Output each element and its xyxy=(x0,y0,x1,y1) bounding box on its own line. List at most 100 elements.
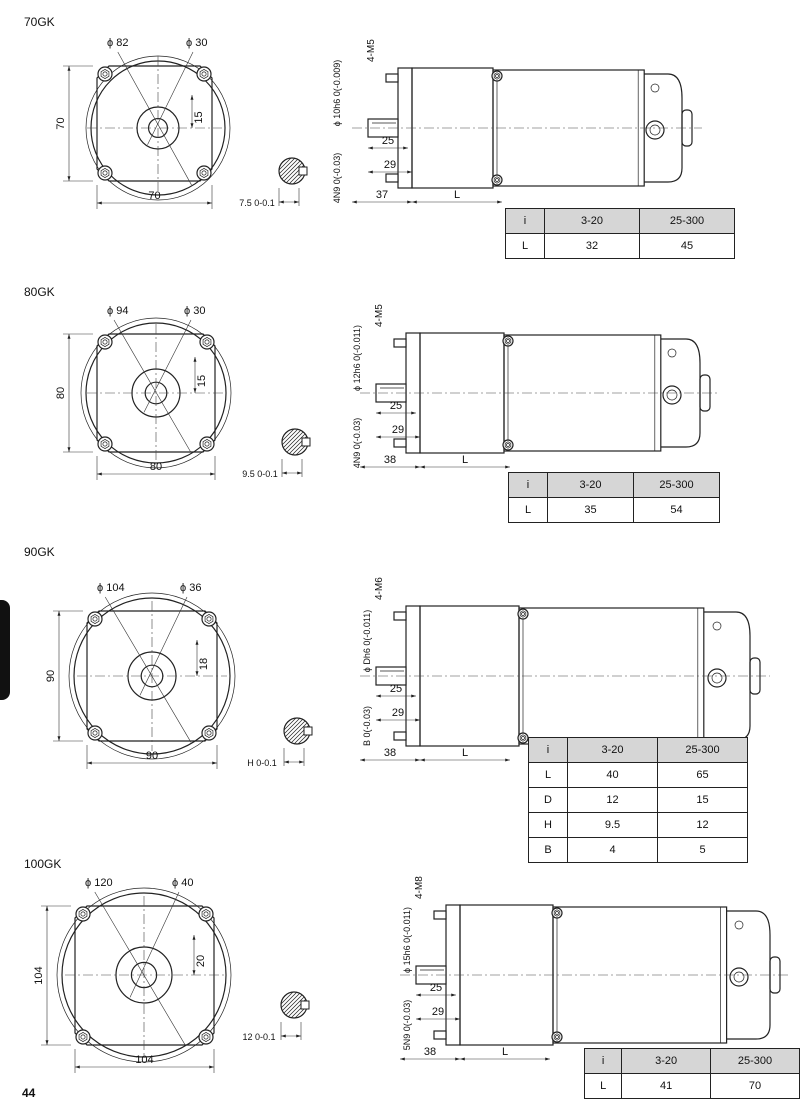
flange-outline xyxy=(74,905,215,1046)
arrowhead xyxy=(97,472,102,476)
mounting-screw xyxy=(385,73,399,83)
flange-width-label: 80 xyxy=(150,461,162,473)
hatch-line xyxy=(284,718,301,744)
arrowhead xyxy=(192,935,196,940)
leader-pilot xyxy=(143,319,192,413)
bolt-circle-label: ϕ 104 xyxy=(97,582,125,594)
table-header-cell: 3-20 xyxy=(567,737,658,763)
mounting-screw xyxy=(393,338,407,348)
bolt-hole xyxy=(75,906,91,922)
bolt-hex xyxy=(100,69,110,79)
hatch-line xyxy=(298,992,307,1018)
arrowhead xyxy=(455,1017,460,1021)
arrowhead xyxy=(416,1017,421,1021)
page-number: 44 xyxy=(22,1086,36,1100)
table-cell: L xyxy=(528,762,568,788)
table-header-cell: i xyxy=(528,737,568,763)
shaft-diameter-label: ϕ 10h6 0(-0.009) xyxy=(332,60,342,127)
hatch-line xyxy=(296,158,305,184)
hatch-line xyxy=(281,992,290,1018)
hatch-line xyxy=(284,718,285,744)
bolt-hex xyxy=(493,72,501,80)
bolt-hex xyxy=(90,728,100,738)
bolt-hex xyxy=(78,909,88,919)
key-slot xyxy=(303,726,313,736)
arrowhead xyxy=(451,993,456,997)
arrowhead xyxy=(376,411,381,415)
arrowhead xyxy=(284,760,289,764)
bolt-center xyxy=(506,339,510,343)
arrowhead xyxy=(420,758,425,762)
leader-pilot xyxy=(147,51,194,145)
table-header-cell: i xyxy=(583,1048,623,1074)
arrowhead xyxy=(296,1034,301,1038)
lifting-hole xyxy=(712,621,722,631)
arrowhead xyxy=(67,66,71,71)
arrowhead xyxy=(360,465,365,469)
hatch-line xyxy=(301,718,310,744)
flat-dimension-label: H 0-0.1 xyxy=(247,758,277,768)
key-length-label: 25 xyxy=(390,683,402,695)
bolt-center xyxy=(80,911,86,917)
bolt-hole xyxy=(198,1029,214,1045)
table-cell: L xyxy=(508,497,548,523)
bolt-hole xyxy=(491,174,503,186)
hatch-line xyxy=(279,158,280,184)
table-cell: 9.5 xyxy=(567,812,658,838)
shaft-length-label: 29 xyxy=(384,159,396,171)
table-cell: 12 xyxy=(567,787,658,813)
bolt-hole xyxy=(97,334,113,350)
arrowhead xyxy=(57,611,61,616)
key-slot xyxy=(301,437,311,447)
bolt-hex xyxy=(199,69,209,79)
hatch-line xyxy=(306,992,307,1018)
bolt-hex xyxy=(90,614,100,624)
cable-gland xyxy=(662,385,682,405)
bolt-hole xyxy=(199,436,215,452)
bolt-center xyxy=(102,71,108,77)
bolt-center xyxy=(206,616,212,622)
bolt-hole xyxy=(201,725,217,741)
screw-thread-label: 4-M6 xyxy=(374,577,385,600)
flange-width-label: 90 xyxy=(146,750,158,762)
bolt-hole xyxy=(75,1029,91,1045)
bolt-center xyxy=(92,616,98,622)
bolt-hex xyxy=(493,176,501,184)
bolt-center xyxy=(80,1034,86,1040)
hatch-line xyxy=(289,718,310,744)
lifting-hole xyxy=(650,83,660,93)
pilot-diameter-label: ϕ 40 xyxy=(172,877,193,889)
bolt-hex xyxy=(202,439,212,449)
arrowhead xyxy=(376,718,381,722)
flat-dimension-label: 9.5 0-0.1 xyxy=(242,469,278,479)
arrowhead xyxy=(281,1034,286,1038)
cable-gland-inner xyxy=(666,389,678,401)
table-cell: L xyxy=(583,1073,623,1099)
table-cell: D xyxy=(528,787,568,813)
flange-circle xyxy=(61,892,227,1058)
pilot-offset-label: 15 xyxy=(196,375,208,387)
arrowhead xyxy=(400,1057,405,1061)
bolt-center xyxy=(102,339,108,345)
bolt-hole xyxy=(502,439,514,451)
arrowhead xyxy=(192,970,196,975)
table-header-cell: 25-300 xyxy=(709,1048,800,1074)
flange-height-label: 80 xyxy=(55,387,67,399)
arrowhead xyxy=(57,736,61,741)
arrowhead xyxy=(209,1065,214,1069)
hatch-line xyxy=(284,718,297,744)
arrowhead xyxy=(190,95,194,100)
hatch-line xyxy=(281,992,302,1018)
hatch-line xyxy=(309,718,310,744)
table-cell: 45 xyxy=(639,233,735,259)
hatch-line xyxy=(284,158,305,184)
